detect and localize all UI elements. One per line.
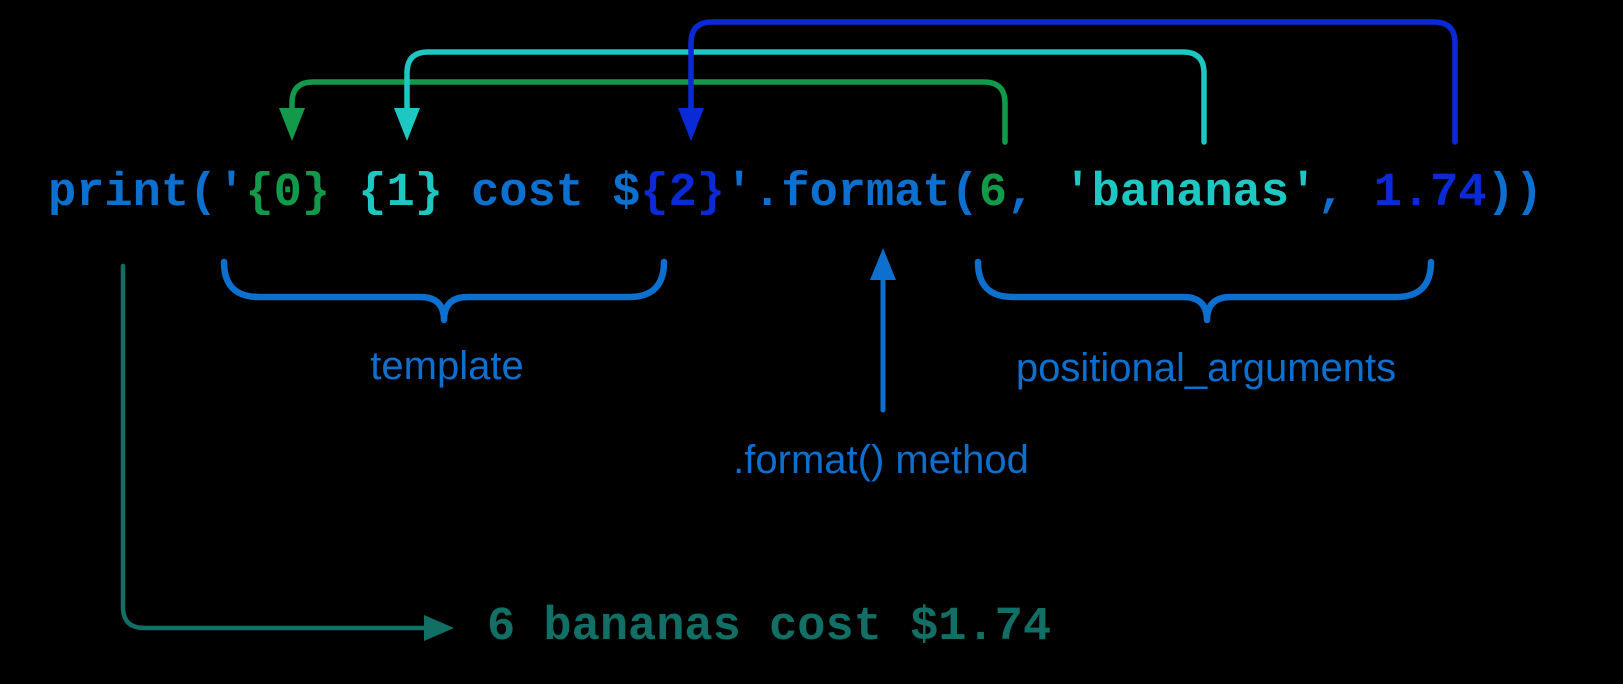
format-method-label: .format() method [733, 438, 1029, 482]
green-arrowhead-icon [279, 108, 305, 141]
code-segment: 1.74 [1373, 167, 1487, 220]
output-line: 6 bananas cost $1.74 [487, 601, 1052, 654]
positional-arguments-label: positional_arguments [1015, 346, 1397, 390]
code-line: print('{0} {1} cost ${2}'.format(6, 'ban… [48, 170, 1543, 217]
blue-arrowhead-icon [678, 108, 704, 141]
code-segment: , [1317, 167, 1374, 220]
template-label: template [370, 344, 524, 388]
code-segment: cost $ [442, 167, 641, 220]
green-arrow-line [289, 79, 1008, 145]
code-segment: print(' [48, 167, 246, 220]
code-segment: 'bananas' [1063, 167, 1318, 220]
cyan-arrowhead-icon [394, 108, 420, 141]
print-output-arrow-line [120, 263, 429, 631]
cyan-arrow [394, 49, 1207, 145]
code-segment: 6 [978, 167, 1008, 220]
code-segment: )) [1486, 167, 1543, 220]
code-segment: {2} [640, 167, 725, 220]
blue-arrow-line [688, 19, 1458, 145]
positional-arguments-brace [974, 258, 1435, 324]
code-segment: '.format( [724, 167, 979, 220]
code-segment: {0} [245, 167, 331, 220]
print-output-arrow [120, 263, 454, 641]
blue-arrow [678, 19, 1458, 145]
cyan-arrow-line [404, 49, 1207, 145]
code-segment: , [1007, 167, 1064, 220]
print-output-arrowhead-icon [424, 615, 454, 641]
format-method-arrow [870, 248, 896, 413]
code-segment [330, 167, 358, 220]
template-brace [220, 258, 668, 324]
code-segment: {1} [358, 167, 443, 220]
green-arrow [279, 79, 1008, 145]
format-method-arrowhead-icon [870, 248, 896, 280]
